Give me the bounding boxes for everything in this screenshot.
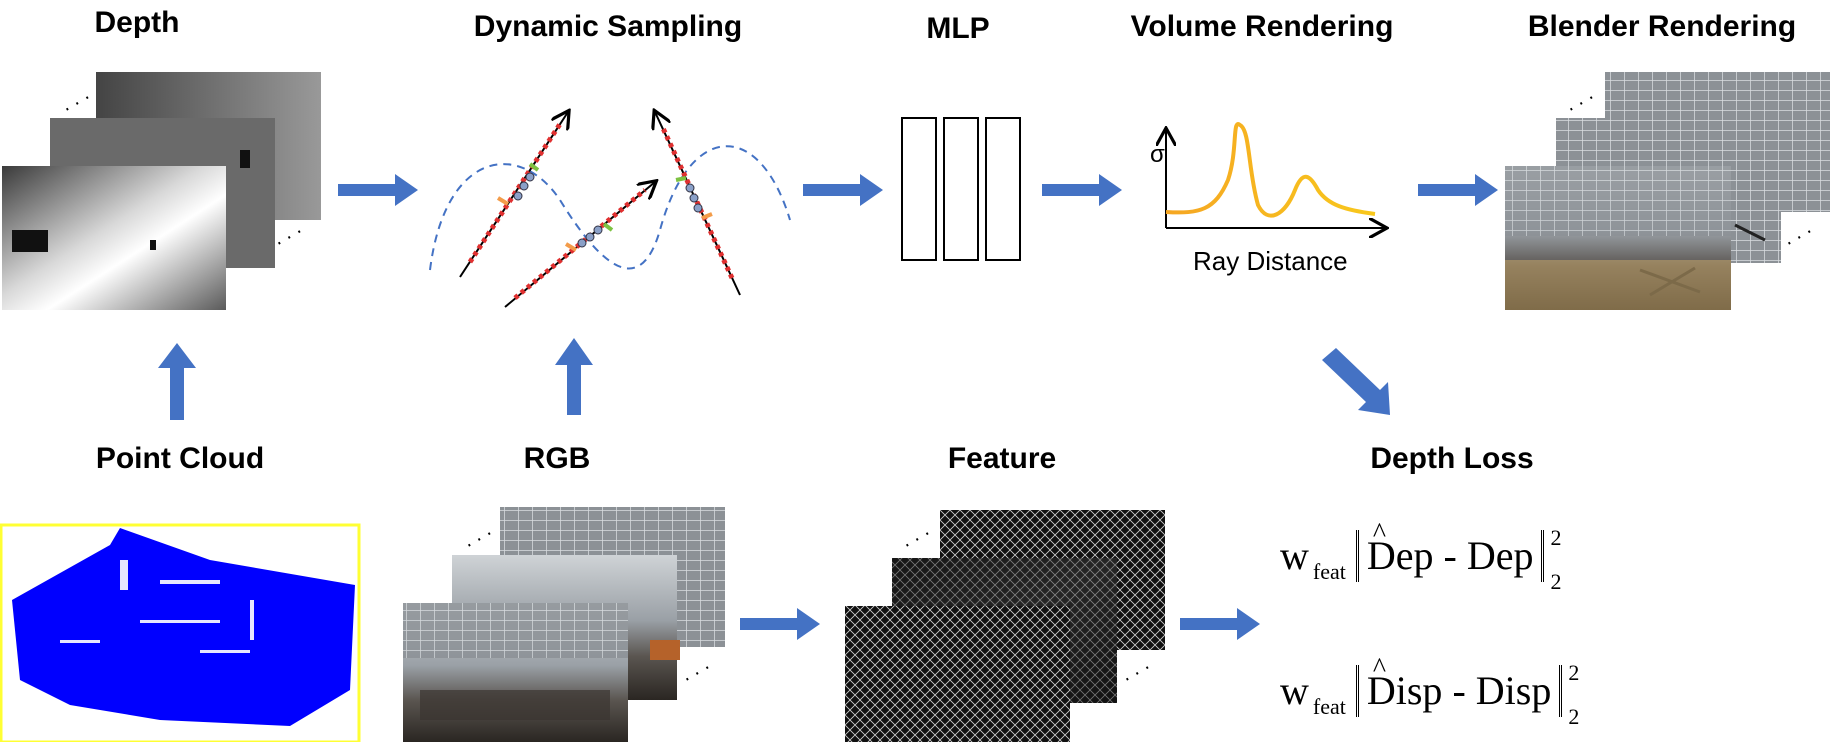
loss-weight: w	[1280, 533, 1309, 578]
arrow-feature-to-loss	[1180, 608, 1260, 640]
arrow-volume-to-loss	[1322, 348, 1390, 415]
label-volume-rendering: Volume Rendering	[1130, 10, 1394, 43]
minus-sign: -	[1443, 533, 1457, 578]
loss-weight: w	[1280, 668, 1309, 713]
mlp-layer-1	[901, 117, 937, 261]
arrow-rgb-to-sampling	[555, 338, 593, 415]
true-depth: Dep	[1466, 533, 1534, 578]
depth-image-stack	[2, 72, 321, 310]
label-depth-loss: Depth Loss	[1370, 442, 1534, 475]
label-rgb: RGB	[523, 442, 591, 475]
feature-image-front	[845, 606, 1070, 742]
label-mlp: MLP	[926, 12, 990, 45]
mlp-layer-2	[943, 117, 979, 261]
loss-weight-subscript: feat	[1312, 559, 1346, 584]
arrow-sampling-to-mlp	[803, 174, 883, 206]
arrow-mlp-to-volume	[1042, 174, 1122, 206]
svg-text:· · ·: · · ·	[1120, 658, 1155, 690]
norm-power: 2	[1568, 660, 1580, 685]
norm-index: 2	[1568, 704, 1580, 729]
density-curve	[1165, 122, 1376, 218]
predicted-depth: Dep	[1367, 508, 1434, 582]
loss-norm-depth: Dep - Dep 2 2	[1355, 508, 1561, 594]
point-cloud-image	[0, 523, 361, 742]
svg-text:· · ·: · · ·	[272, 222, 307, 254]
svg-text:· · ·: · · ·	[462, 524, 497, 556]
dynamic-sampling-diagram	[429, 112, 791, 308]
label-blender-rendering: Blender Rendering	[1527, 10, 1797, 43]
label-depth: Depth	[94, 6, 180, 39]
svg-text:· · ·: · · ·	[60, 88, 95, 120]
flow-arrows	[158, 174, 1498, 640]
norm-power: 2	[1550, 525, 1562, 550]
plot-y-label: σ	[1150, 141, 1165, 168]
label-feature: Feature	[947, 442, 1057, 475]
rgb-image-stack	[403, 507, 725, 742]
svg-text:· · ·: · · ·	[1782, 222, 1817, 254]
norm-index: 2	[1550, 569, 1562, 594]
arrow-depth-to-sampling	[338, 174, 418, 206]
sampling-dashed-curve	[429, 145, 791, 271]
predicted-disparity: Disp	[1367, 643, 1443, 717]
label-point-cloud: Point Cloud	[95, 442, 265, 475]
true-disparity: Disp	[1475, 668, 1552, 713]
svg-text:· · ·: · · ·	[680, 658, 715, 690]
mlp-layer-3	[985, 117, 1021, 261]
loss-weight-subscript: feat	[1312, 694, 1346, 719]
mlp-block	[901, 117, 1021, 261]
arrow-pointcloud-to-depth	[158, 343, 196, 420]
arrow-rgb-to-feature	[740, 608, 820, 640]
arrow-volume-to-blender	[1418, 174, 1498, 206]
blender-rendering-stack	[1505, 72, 1830, 310]
volume-rendering-plot	[1165, 122, 1385, 228]
label-dynamic-sampling: Dynamic Sampling	[473, 10, 743, 43]
feature-image-stack	[845, 510, 1165, 742]
svg-text:· · ·: · · ·	[1564, 88, 1599, 120]
loss-norm-disparity: Disp - Disp 2 2	[1355, 643, 1579, 729]
plot-x-label: Ray Distance	[1193, 246, 1348, 276]
svg-text:· · ·: · · ·	[900, 524, 935, 556]
minus-sign: -	[1452, 668, 1466, 713]
